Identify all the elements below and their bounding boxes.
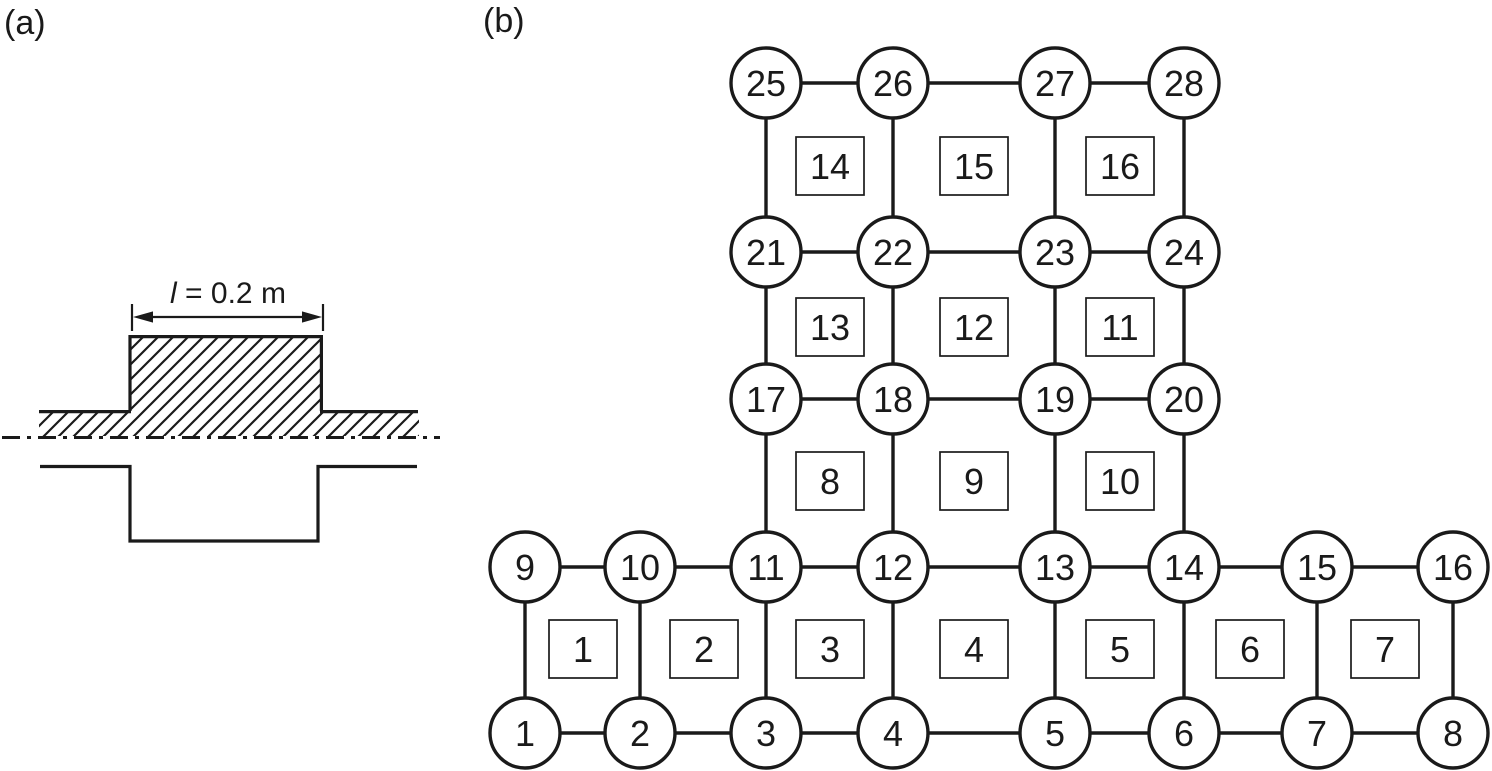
element-label: 10 [1100,461,1140,502]
mesh-node [1018,696,1092,770]
mesh-node-label: 9 [515,547,535,588]
mesh-node-label: 22 [873,232,913,273]
element-label: 12 [954,307,994,348]
mesh-node-label: 17 [746,379,786,420]
mesh-node-label: 21 [746,232,786,273]
mesh-node [1147,696,1221,770]
panel-b-label: (b) [483,2,525,40]
element-label: 4 [964,629,984,670]
mesh-node-label: 8 [1443,713,1463,754]
mesh-node [729,696,803,770]
mesh-node [856,46,930,120]
mesh-node [729,215,803,289]
mesh-node-label: 2 [630,713,650,754]
mesh-node-label: 7 [1307,713,1327,754]
punch-block-hatch [130,335,322,410]
element-box [795,136,865,196]
mesh-node-label: 18 [873,379,913,420]
mesh-node [1018,530,1092,604]
element-box [939,136,1009,196]
mesh-node [1280,696,1354,770]
mesh-node [603,696,677,770]
mesh-node [1018,362,1092,436]
mesh-node-label: 28 [1164,63,1204,104]
element-box [548,619,618,679]
mesh-node-label: 27 [1035,63,1075,104]
element-box [1350,619,1420,679]
element-label: 2 [694,629,714,670]
element-label: 9 [964,461,984,502]
mesh-node [1018,215,1092,289]
element-label: 5 [1110,629,1130,670]
element-label: 3 [820,629,840,670]
element-box [939,297,1009,357]
element-box [795,619,865,679]
mesh-node [729,530,803,604]
mesh-node [488,530,562,604]
mesh-node [1147,362,1221,436]
mesh-node [1147,215,1221,289]
element-box [669,619,739,679]
mesh-node-label: 10 [620,547,660,588]
mesh-node-label: 12 [873,547,913,588]
die-cavity-outline [40,464,417,543]
mesh-node [1280,530,1354,604]
element-box [1085,619,1155,679]
element-label: 13 [810,307,850,348]
element-box [795,451,865,511]
element-box [1085,451,1155,511]
mesh-node-label: 11 [747,547,784,588]
punch-block-outline [128,335,323,411]
element-label: 11 [1101,307,1138,348]
mesh-node-label: 6 [1174,713,1194,754]
mesh-node [856,362,930,436]
mesh-node [729,362,803,436]
element-box [939,451,1009,511]
mesh-node-label: 5 [1045,713,1065,754]
element-box [795,297,865,357]
mesh-node [1416,696,1490,770]
mesh-node-label: 16 [1433,547,1473,588]
mesh-node-label: 13 [1035,547,1075,588]
element-box [1085,297,1155,357]
element-label: 14 [810,146,850,187]
cross-section-drawing: l = 0.2 m [2,277,440,543]
mesh-node-label: 23 [1035,232,1075,273]
arrowhead-left-icon [133,311,153,323]
mesh-node-label: 25 [746,63,786,104]
arrowhead-right-icon [302,311,322,323]
element-label: 1 [573,629,593,670]
element-label: 8 [820,461,840,502]
mesh-node [1416,530,1490,604]
mesh-node-label: 1 [515,713,535,754]
element-label: 6 [1240,629,1260,670]
mesh-node [729,46,803,120]
mesh-node-label: 20 [1164,379,1204,420]
element-box [1085,136,1155,196]
mesh-node [856,215,930,289]
element-label: 15 [954,146,994,187]
element-box [939,619,1009,679]
mesh-node-label: 14 [1164,547,1204,588]
mesh-node [856,530,930,604]
mesh-node [1147,46,1221,120]
element-label: 16 [1100,146,1140,187]
element-box [1215,619,1285,679]
mesh-node [1147,530,1221,604]
mesh-node-label: 15 [1297,547,1337,588]
mesh-node-label: 26 [873,63,913,104]
mesh-node [1018,46,1092,120]
surface-strip-hatch [39,410,419,436]
mesh-node-label: 4 [883,713,903,754]
mesh-node [603,530,677,604]
mesh-node-label: 19 [1035,379,1075,420]
mesh-node [856,696,930,770]
element-label: 7 [1375,629,1395,670]
mesh-node [488,696,562,770]
dimension-label: l = 0.2 m [170,277,286,310]
panel-a-label: (a) [4,4,46,42]
mesh-node-label: 3 [756,713,776,754]
mesh-node-label: 24 [1164,232,1204,273]
